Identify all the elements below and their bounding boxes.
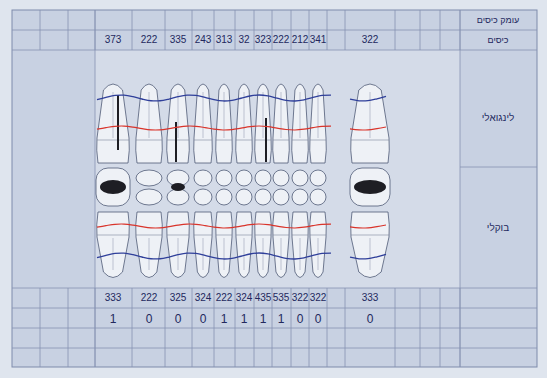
grid-lines [12,10,537,367]
pocket-depth: 324 [236,293,253,303]
pocket-depth: 333 [362,293,379,303]
pocket-depth: 373 [105,35,122,45]
pocket-depth: 222 [273,35,290,45]
teeth-ground [95,50,460,288]
pocket-depth: 535 [273,293,290,303]
column-heading: כיסים [487,36,508,45]
score: 0 [297,313,304,325]
pocket-depth: 243 [195,35,212,45]
score: 1 [241,313,248,325]
score: 1 [221,313,228,325]
score: 0 [315,313,322,325]
pocket-depth: 222 [216,293,233,303]
score: 1 [110,313,117,325]
pocket-depth: 435 [255,293,272,303]
gum-lines [97,95,386,259]
pocket-depth: 325 [170,293,187,303]
pocket-depth: 335 [170,35,187,45]
score: 0 [367,313,374,325]
column-heading: עומק כיסים [477,16,520,25]
pocket-depth: 212 [292,35,309,45]
score: 0 [146,313,153,325]
score: 0 [175,313,182,325]
pocket-depth: 313 [216,35,233,45]
teeth-drawing [96,84,390,278]
pocket-depth: 322 [310,293,327,303]
side-label: בוקלי [487,223,509,233]
pocket-depth: 222 [141,35,158,45]
score: 1 [260,313,267,325]
score: 0 [200,313,207,325]
pocket-depth: 324 [195,293,212,303]
pocket-depth: 222 [141,293,158,303]
side-label: לינגואלי [482,113,515,123]
pocket-depth: 333 [105,293,122,303]
pocket-depth: 322 [362,35,379,45]
pocket-depth: 341 [310,35,327,45]
pocket-depth: 32 [238,35,249,45]
pocket-depth: 323 [255,35,272,45]
score: 1 [278,313,285,325]
pocket-depth: 322 [292,293,309,303]
chart-ground [12,10,537,367]
